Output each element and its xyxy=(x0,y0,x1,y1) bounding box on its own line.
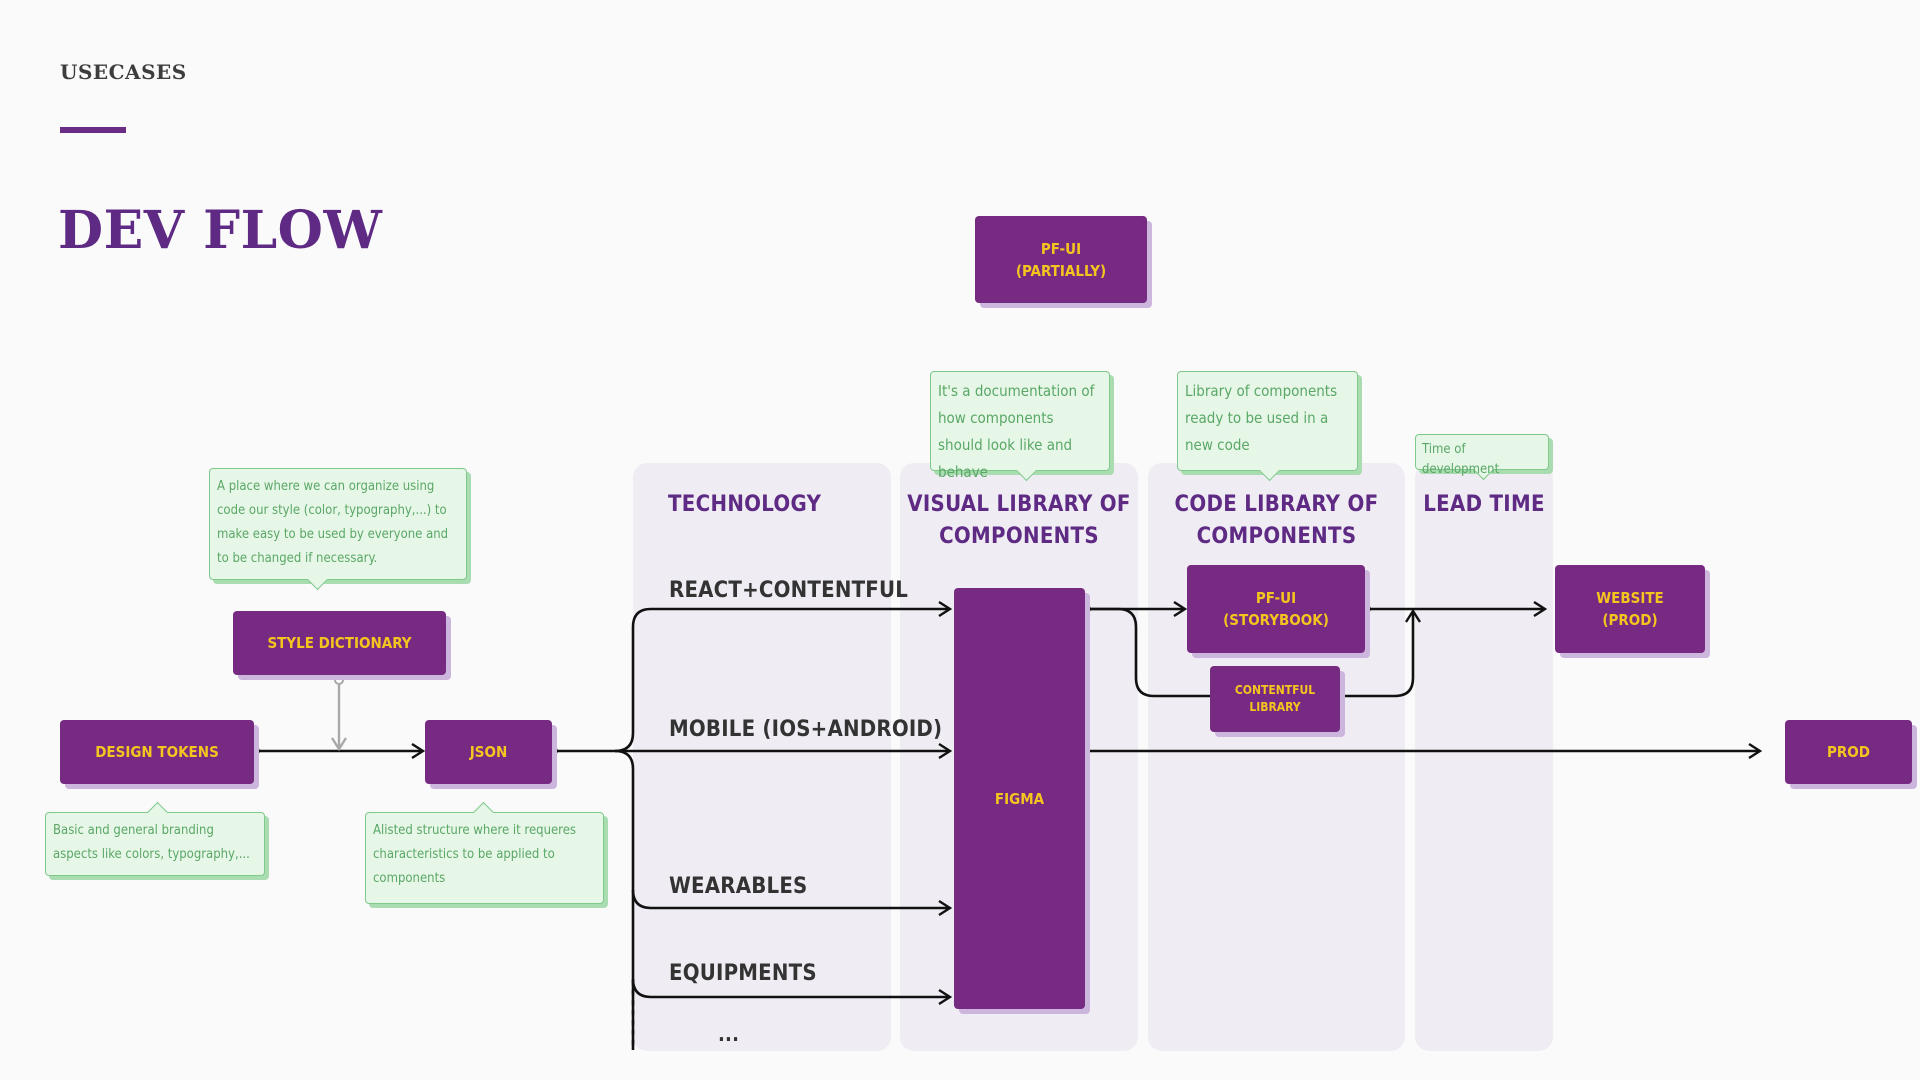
column-code-library xyxy=(1148,463,1405,1051)
note-style-dictionary: A place where we can organize using code… xyxy=(209,468,467,591)
note-text: Time of development xyxy=(1422,442,1500,477)
pf-ui-partially-box[interactable]: PF-UI (PARTIALLY) xyxy=(975,216,1147,303)
eyebrow-underline xyxy=(60,127,126,133)
note-text: It's a documentation of how components s… xyxy=(938,382,1095,481)
column-technology xyxy=(633,463,891,1051)
page-title: DEV FLOW xyxy=(58,200,383,261)
figma-box[interactable]: FIGMA xyxy=(954,588,1085,1009)
note-text: Library of components ready to be used i… xyxy=(1185,382,1338,454)
note-text: A place where we can organize using code… xyxy=(217,479,449,566)
pf-ui-storybook-box[interactable]: PF-UI (STORYBOOK) xyxy=(1187,565,1365,653)
row-label-mobile: MOBILE (IOS+ANDROID) xyxy=(669,717,943,742)
design-tokens-box[interactable]: DESIGN TOKENS xyxy=(60,720,254,784)
row-label-wearables: WEARABLES xyxy=(669,874,808,899)
column-lead-time xyxy=(1415,463,1553,1051)
note-code-library: Library of components ready to be used i… xyxy=(1177,371,1358,482)
json-box[interactable]: JSON xyxy=(425,720,552,784)
section-eyebrow: USECASES xyxy=(60,60,187,84)
row-label-equipments: EQUIPMENTS xyxy=(669,961,817,986)
style-dictionary-box[interactable]: STYLE DICTIONARY xyxy=(233,611,446,675)
column-title-technology: TECHNOLOGY xyxy=(668,492,822,517)
column-title-visual-library: VISUAL LIBRARY OF COMPONENTS xyxy=(907,492,1131,549)
note-lead-time: Time of development xyxy=(1415,434,1549,481)
contentful-library-box[interactable]: CONTENTFUL LIBRARY xyxy=(1210,666,1340,732)
column-title-code-library: CODE LIBRARY OF COMPONENTS xyxy=(1174,492,1379,549)
note-design-tokens: Basic and general branding aspects like … xyxy=(45,801,265,876)
note-json: Alisted structure where it requeres char… xyxy=(365,801,604,904)
prod-box[interactable]: PROD xyxy=(1785,720,1912,784)
website-prod-box[interactable]: WEBSITE (PROD) xyxy=(1555,565,1705,653)
note-text: Alisted structure where it requeres char… xyxy=(373,823,576,886)
row-label-react: REACT+CONTENTFUL xyxy=(669,578,909,603)
note-visual-library: It's a documentation of how components s… xyxy=(930,371,1110,482)
column-title-lead-time: LEAD TIME xyxy=(1423,492,1545,517)
row-label-more: ... xyxy=(718,1022,740,1046)
note-text: Basic and general branding aspects like … xyxy=(53,823,250,862)
